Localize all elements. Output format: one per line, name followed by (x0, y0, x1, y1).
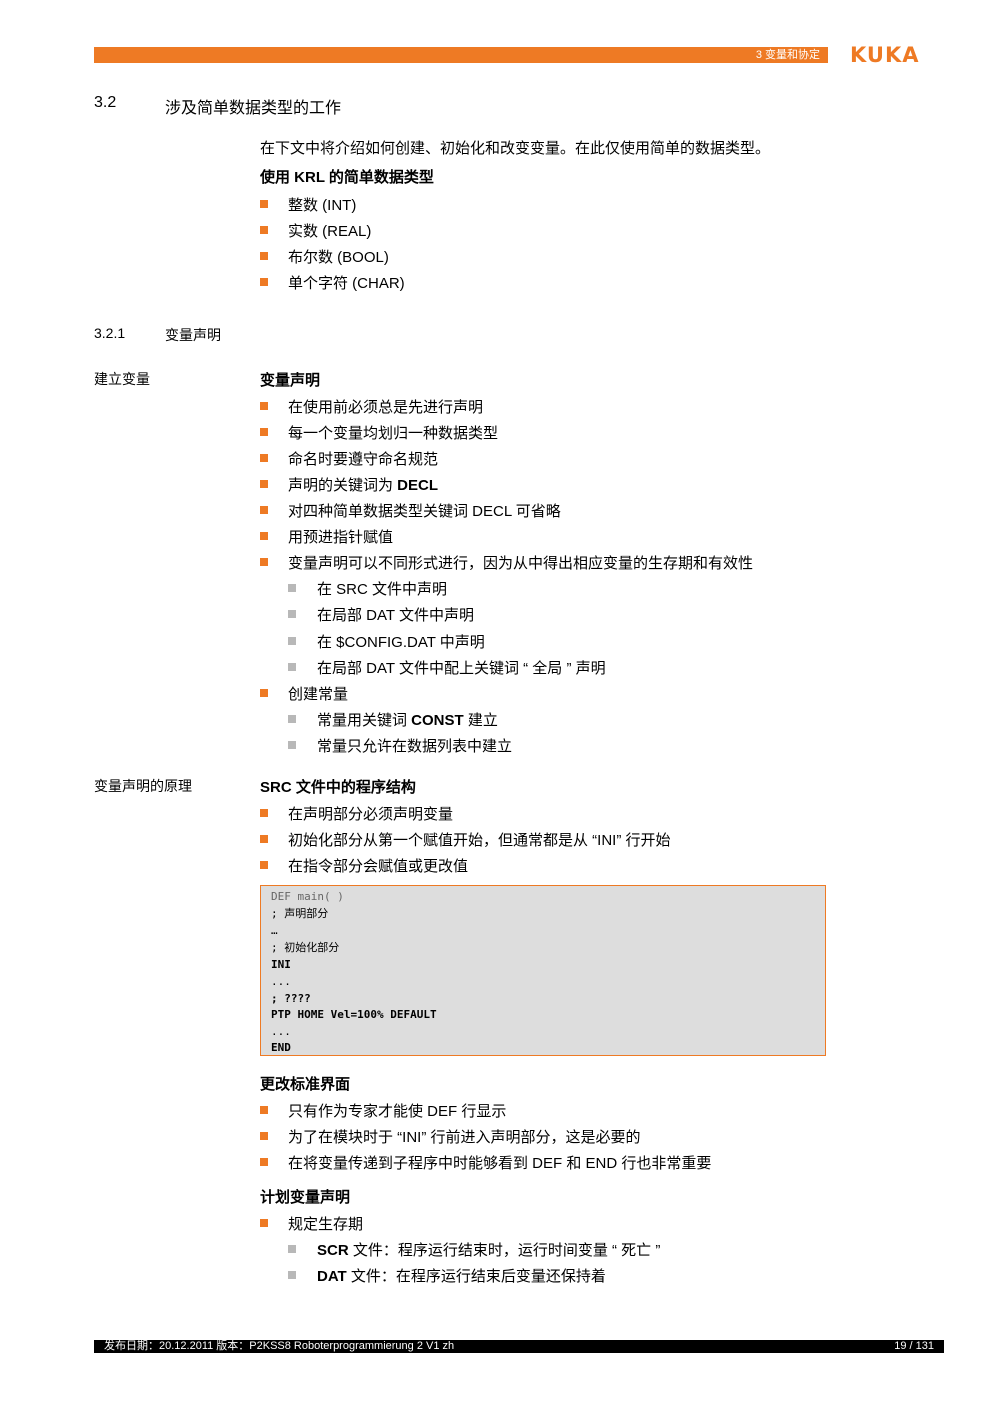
list-item: 命名时要遵守命名规范 (260, 451, 438, 469)
square-bullet-icon (260, 428, 268, 436)
square-bullet-icon (260, 1158, 268, 1166)
change-heading: 更改标准界面 (260, 1076, 351, 1093)
square-bullet-icon (260, 200, 268, 208)
sub-list-item: SCR 文件：程序运行结束时，运行时间变量 “ 死亡 ” (288, 1242, 660, 1260)
header-bar (94, 47, 828, 63)
margin-label-principle: 变量声明的原理 (94, 778, 192, 794)
footer-bar (94, 1340, 944, 1353)
gray-square-bullet-icon (288, 715, 296, 723)
code-line: ; 声明部分 (271, 907, 329, 920)
square-bullet-icon (260, 252, 268, 260)
gray-square-bullet-icon (288, 663, 296, 671)
square-bullet-icon (260, 278, 268, 286)
square-bullet-icon (260, 1219, 268, 1227)
sub-list-item: 常量用关键词 CONST 建立 (288, 712, 498, 730)
code-line: PTP HOME Vel=100% DEFAULT (271, 1008, 437, 1021)
gray-square-bullet-icon (288, 610, 296, 618)
square-bullet-icon (260, 532, 268, 540)
page-number: 19 / 131 (894, 1340, 934, 1352)
sub-list-item: DAT 文件：在程序运行结束后变量还保持着 (288, 1268, 606, 1286)
gray-square-bullet-icon (288, 1245, 296, 1253)
list-item: 用预进指针赋值 (260, 529, 393, 547)
section-title: 涉及简单数据类型的工作 (165, 100, 342, 117)
list-item: 单个字符 (CHAR) (260, 275, 405, 293)
square-bullet-icon (260, 558, 268, 566)
code-line: DEF main( ) (271, 890, 344, 903)
code-line: … (271, 924, 278, 937)
gray-square-bullet-icon (288, 741, 296, 749)
square-bullet-icon (260, 835, 268, 843)
code-line: ; ???? (271, 992, 311, 1005)
list-item: 在指令部分会赋值或更改值 (260, 858, 468, 876)
list-item: 初始化部分从第一个赋值开始，但通常都是从 “INI” 行开始 (260, 832, 671, 850)
list-item: 在声明部分必须声明变量 (260, 806, 453, 824)
list-item: 为了在模块时于 “INI” 行前进入声明部分，这是必要的 (260, 1129, 641, 1147)
list-item: 规定生存期 (260, 1216, 363, 1234)
sub-list-item: 在 SRC 文件中声明 (288, 581, 447, 599)
list-item: 在使用前必须总是先进行声明 (260, 399, 483, 417)
principle-heading: SRC 文件中的程序结构 (260, 779, 416, 796)
square-bullet-icon (260, 861, 268, 869)
list-item: 在将变量传递到子程序中时能够看到 DEF 和 END 行也非常重要 (260, 1155, 711, 1173)
list-item: 整数 (INT) (260, 197, 356, 215)
gray-square-bullet-icon (288, 637, 296, 645)
subsection-title: 变量声明 (165, 327, 221, 343)
list-item: 只有作为专家才能使 DEF 行显示 (260, 1103, 506, 1121)
sub-list-item: 常量只允许在数据列表中建立 (288, 738, 512, 756)
section-number: 3.2 (94, 94, 117, 111)
types-heading: 使用 KRL 的简单数据类型 (260, 169, 434, 186)
list-item: 每一个变量均划归一种数据类型 (260, 425, 498, 443)
plan-heading: 计划变量声明 (260, 1189, 351, 1206)
list-item: 变量声明可以不同形式进行，因为从中得出相应变量的生存期和有效性 (260, 555, 753, 573)
list-item: 布尔数 (BOOL) (260, 249, 389, 267)
code-line: ; 初始化部分 (271, 941, 340, 954)
code-example-box: DEF main( ) ; 声明部分 … ; 初始化部分 INI ... ; ?… (260, 885, 826, 1056)
square-bullet-icon (260, 809, 268, 817)
code-line: ... (271, 1025, 291, 1038)
code-line: INI (271, 958, 291, 971)
square-bullet-icon (260, 689, 268, 697)
sub-list-item: 在 $CONFIG.DAT 中声明 (288, 634, 485, 652)
square-bullet-icon (260, 402, 268, 410)
square-bullet-icon (260, 506, 268, 514)
sub-list-item: 在局部 DAT 文件中配上关键词 “ 全局 ” 声明 (288, 660, 606, 678)
gray-square-bullet-icon (288, 584, 296, 592)
square-bullet-icon (260, 480, 268, 488)
sub-list-item: 在局部 DAT 文件中声明 (288, 607, 474, 625)
square-bullet-icon (260, 454, 268, 462)
create-heading: 变量声明 (260, 372, 321, 389)
margin-label-create: 建立变量 (94, 371, 150, 387)
kuka-logo: KUKA (850, 43, 920, 67)
square-bullet-icon (260, 1132, 268, 1140)
gray-square-bullet-icon (288, 1271, 296, 1279)
list-item: 创建常量 (260, 686, 348, 704)
subsection-number: 3.2.1 (94, 325, 126, 341)
list-item: 声明的关键词为 DECL (260, 477, 438, 495)
code-line: END (271, 1041, 291, 1054)
square-bullet-icon (260, 1106, 268, 1114)
code-line: ... (271, 975, 291, 988)
chapter-title: 3 变量和协定 (755, 49, 820, 61)
intro-paragraph: 在下文中将介绍如何创建、初始化和改变变量。在此仅使用简单的数据类型。 (260, 140, 771, 157)
list-item: 实数 (REAL) (260, 223, 371, 241)
footer-release-info: 发布日期：20.12.2011 版本：P2KSS8 Roboterprogram… (104, 1340, 455, 1352)
list-item: 对四种简单数据类型关键词 DECL 可省略 (260, 503, 561, 521)
square-bullet-icon (260, 226, 268, 234)
